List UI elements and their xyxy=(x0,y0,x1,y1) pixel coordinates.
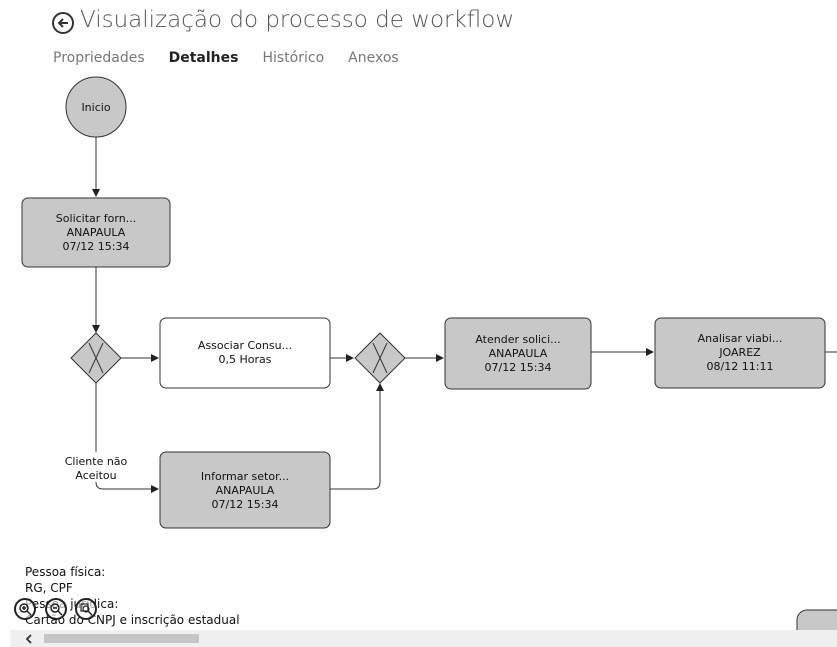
gateway-join[interactable] xyxy=(354,332,406,384)
header: Visualização do processo de workflow xyxy=(52,2,514,38)
task-title: Solicitar forn... xyxy=(56,212,136,225)
edge-gateway-informar xyxy=(95,383,159,493)
task-date: 07/12 15:34 xyxy=(485,361,552,374)
scroll-left-icon[interactable] xyxy=(22,632,36,646)
start-event[interactable]: Inicio xyxy=(65,76,127,138)
horizontal-scrollbar[interactable] xyxy=(10,630,837,647)
note-line: Pessoa física: xyxy=(25,565,106,579)
gateway-x-icon xyxy=(372,342,388,374)
gateway-x-icon xyxy=(88,342,104,374)
tab-propriedades[interactable]: Propriedades xyxy=(53,50,145,66)
page-title: Visualização do processo de workflow xyxy=(80,7,515,33)
task-title: Analisar viabi... xyxy=(698,332,783,345)
task-user: ANAPAULA xyxy=(67,226,126,239)
task-informar[interactable]: Informar setor... ANAPAULA 07/12 15:34 xyxy=(159,451,331,529)
edge-label-line1: Cliente não xyxy=(65,455,128,468)
tab-bar: Propriedades Detalhes Histórico Anexos xyxy=(53,50,423,66)
start-event-label: Inicio xyxy=(81,101,110,114)
task-user: ANAPAULA xyxy=(216,484,275,497)
task-title: Atender solici... xyxy=(475,333,560,346)
workflow-canvas[interactable]: Cliente não Aceitou Inicio Solicitar for… xyxy=(0,70,837,630)
task-associar[interactable]: Associar Consu... 0,5 Horas xyxy=(159,317,331,389)
task-date: 08/12 11:11 xyxy=(707,360,774,373)
task-title: Informar setor... xyxy=(201,470,289,483)
back-arrow-icon[interactable] xyxy=(52,12,74,34)
task-date: 07/12 15:34 xyxy=(63,240,130,253)
edge-label-line2: Aceitou xyxy=(75,469,116,482)
tab-anexos[interactable]: Anexos xyxy=(348,50,399,66)
zoom-fit-icon[interactable] xyxy=(75,598,97,620)
task-solicitar[interactable]: Solicitar forn... ANAPAULA 07/12 15:34 xyxy=(21,197,171,268)
task-date: 07/12 15:34 xyxy=(212,498,279,511)
tab-historico[interactable]: Histórico xyxy=(262,50,325,66)
note-line: RG, CPF xyxy=(25,581,73,595)
workflow-diagram: Cliente não Aceitou Inicio Solicitar for… xyxy=(21,76,837,630)
task-user: JOAREZ xyxy=(718,346,761,359)
task-duration: 0,5 Horas xyxy=(219,353,272,366)
tab-detalhes[interactable]: Detalhes xyxy=(168,50,239,66)
gateway-split[interactable] xyxy=(70,332,122,384)
task-user: ANAPAULA xyxy=(489,347,548,360)
connectors xyxy=(92,137,837,493)
scrollbar-thumb[interactable] xyxy=(44,634,199,643)
zoom-out-icon[interactable] xyxy=(45,598,67,620)
edge-informar-join xyxy=(330,383,384,490)
task-title: Associar Consu... xyxy=(198,339,292,352)
task-atender[interactable]: Atender solici... ANAPAULA 07/12 15:34 xyxy=(444,317,592,390)
zoom-in-icon[interactable] xyxy=(14,598,36,620)
task-partial[interactable] xyxy=(796,609,837,630)
task-analisar[interactable]: Analisar viabi... JOAREZ 08/12 11:11 xyxy=(654,317,826,389)
